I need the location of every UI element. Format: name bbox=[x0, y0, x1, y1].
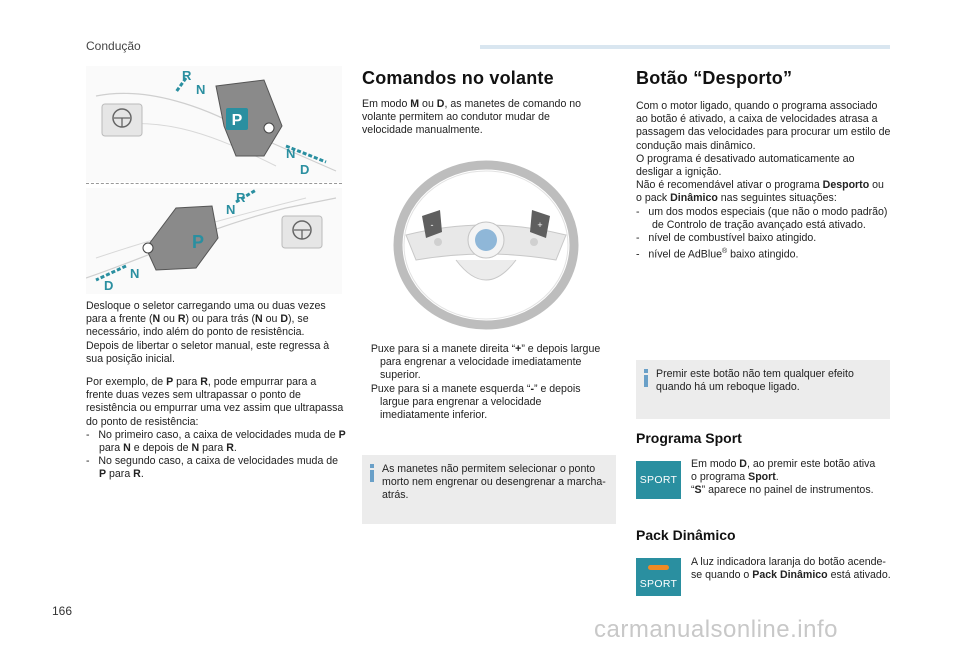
list-item: - nível de combustível baixo atingido. bbox=[636, 232, 817, 245]
list-item: Puxe para si a manete direita “+” e depo… bbox=[370, 343, 601, 382]
list-item: - um dos modos especiais (que não o modo… bbox=[636, 205, 888, 231]
paddle-minus-label: - bbox=[431, 220, 434, 230]
sport-program-text: Em modo D, ao premir este botão ativa o … bbox=[691, 458, 876, 497]
info-icon bbox=[370, 464, 374, 482]
figure-label-r-bottom: R bbox=[236, 190, 246, 205]
paddle-plus-label: + bbox=[537, 220, 542, 230]
figure-label-n2-bottom: N bbox=[130, 266, 139, 281]
header-divider-bar bbox=[480, 45, 890, 49]
sport-button[interactable]: SPORT bbox=[636, 461, 681, 499]
figure-label-n-bottom: N bbox=[226, 202, 235, 217]
page-header-title: Condução bbox=[86, 39, 141, 53]
section-title-sport-button: Botão “Desporto” bbox=[636, 68, 793, 88]
shift-instructions-paragraph: Desloque o seletor carregando uma ou dua… bbox=[86, 300, 326, 339]
figure-label-n2: N bbox=[286, 146, 295, 161]
example-paragraph: Por exemplo, de P para R, pode empurrar … bbox=[86, 376, 344, 428]
orange-indicator-led-icon bbox=[648, 565, 669, 570]
sport-intro-text: Com o motor ligado, quando o programa as… bbox=[636, 100, 891, 261]
gear-selector-figure-bottom: P R N N D bbox=[86, 188, 342, 294]
figure-label-p: P bbox=[232, 112, 243, 129]
steering-wheel-figure: - + bbox=[386, 160, 586, 330]
figure-label-d-bottom: D bbox=[104, 278, 113, 293]
figure-label-r: R bbox=[182, 68, 192, 83]
paddle-info-note: As manetes não permitem selecionar o pon… bbox=[362, 455, 616, 524]
list-item: - nível de AdBlue® baixo atingido. bbox=[636, 248, 799, 261]
sport-button-with-led[interactable]: SPORT bbox=[636, 558, 681, 596]
dynamic-pack-text: A luz indicadora laranja do botão acende… bbox=[691, 556, 891, 582]
selector-return-paragraph: Depois de libertar o seletor manual, est… bbox=[86, 339, 330, 365]
trailer-info-note: Premir este botão não tem qualquer efeit… bbox=[636, 360, 890, 419]
subsection-title-dynamic-pack: Pack Dinâmico bbox=[636, 527, 736, 543]
info-icon bbox=[644, 369, 648, 387]
steering-intro-text: Em modo M ou D, as manetes de comando no… bbox=[362, 98, 582, 137]
watermark: carmanualsonline.info bbox=[594, 616, 838, 643]
figure-separator bbox=[86, 183, 342, 184]
section-title-steering-controls: Comandos no volante bbox=[362, 68, 554, 88]
subsection-title-sport-program: Programa Sport bbox=[636, 430, 742, 446]
figure-label-n: N bbox=[196, 82, 205, 97]
left-column-text: Desloque o seletor carregando uma ou dua… bbox=[86, 300, 346, 482]
paddle-bullets: Puxe para si a manete direita “+” e depo… bbox=[362, 343, 602, 422]
list-item: - No primeiro caso, a caixa de velocidad… bbox=[86, 428, 346, 455]
gear-selector-figure-top: P R N N D bbox=[86, 66, 342, 182]
list-item: - No segundo caso, a caixa de velocidade… bbox=[86, 455, 339, 481]
figure-label-p-bottom: P bbox=[192, 232, 204, 252]
figure-label-d: D bbox=[300, 162, 309, 177]
list-item: Puxe para si a manete esquerda “-” e dep… bbox=[370, 382, 581, 422]
page-number: 166 bbox=[52, 604, 73, 618]
